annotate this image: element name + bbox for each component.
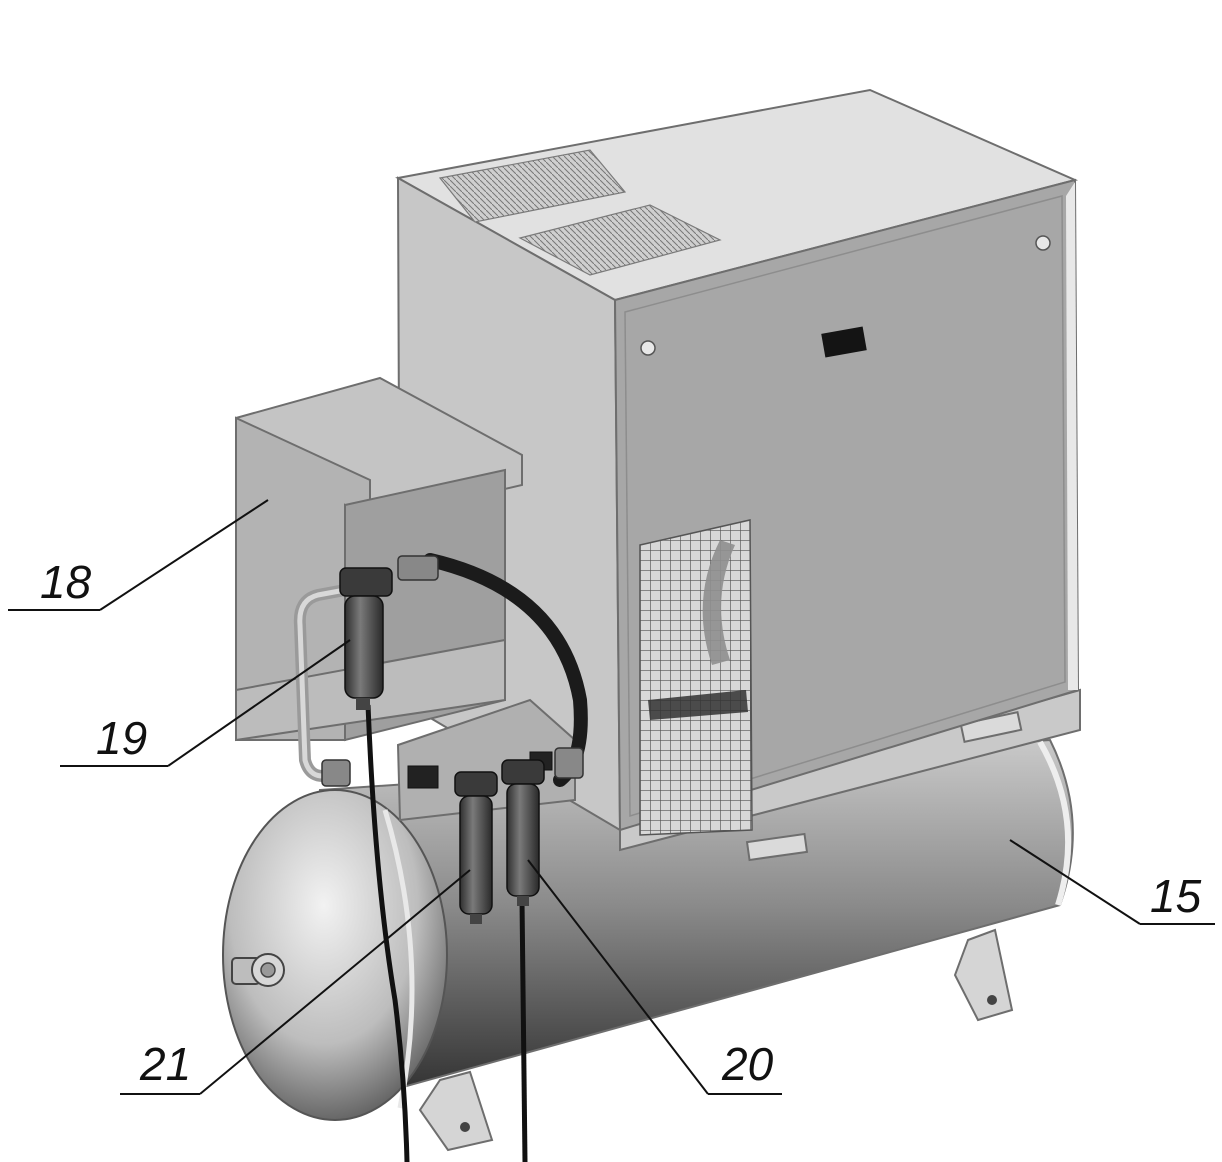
drain-line (365, 704, 410, 1162)
callout-21: 21 (120, 869, 471, 1095)
callout-label-18: 18 (40, 556, 92, 608)
filter-20 (501, 759, 545, 906)
callout-label-15: 15 (1150, 870, 1202, 922)
screw-icon (1035, 235, 1051, 251)
callout-label-19: 19 (96, 712, 147, 764)
drain-valve (231, 953, 285, 987)
piping (293, 553, 588, 1162)
screw-icon (640, 340, 656, 356)
drain-line (519, 899, 528, 1162)
display-window (821, 326, 867, 358)
callout-label-21: 21 (139, 1038, 191, 1090)
dryer-unit (235, 376, 576, 822)
callout-20: 20 (527, 859, 782, 1095)
filter-21 (454, 771, 498, 924)
intake-grille (639, 519, 753, 836)
tank-end-cap (222, 789, 448, 1121)
callout-label-20: 20 (721, 1038, 774, 1090)
filter-19 (339, 567, 393, 710)
callout-15: 15 (1009, 839, 1215, 925)
tank-foot-front (418, 1070, 494, 1152)
callout-19: 19 (60, 639, 351, 767)
top-vent-rear (518, 204, 722, 276)
tank-foot-rear (953, 928, 1014, 1022)
top-vent-front (438, 149, 627, 223)
callout-18: 18 (8, 499, 269, 611)
